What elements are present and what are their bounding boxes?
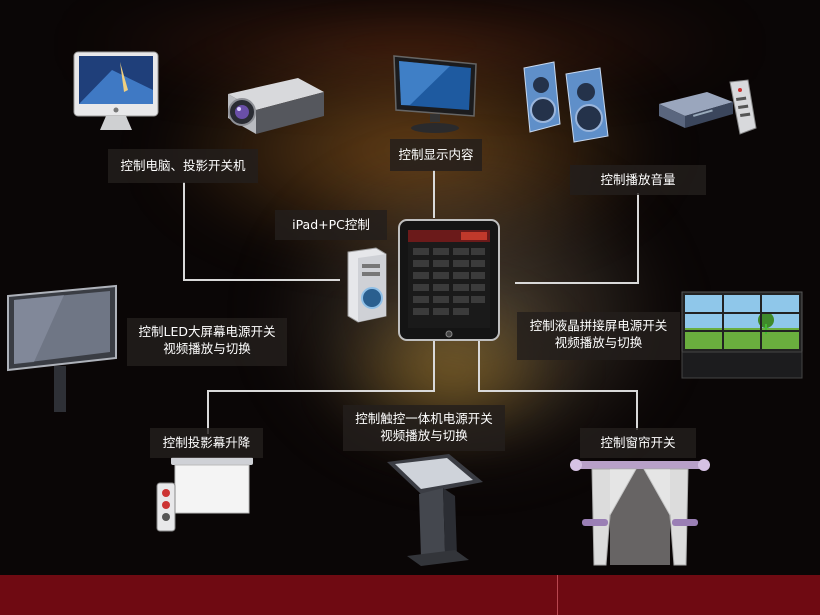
- connector-line: [433, 170, 435, 218]
- video-wall-icon: [681, 291, 803, 379]
- label-projection-screen-control: 控制投影幕升降: [150, 428, 263, 458]
- speakers-icon: [523, 61, 609, 143]
- label-led-screen-control: 控制LED大屏幕电源开关 视频播放与切换: [127, 318, 287, 366]
- curtain-icon: [570, 459, 710, 566]
- monitor-icon: [393, 55, 477, 133]
- connector-line: [478, 390, 638, 392]
- connector-line: [637, 193, 639, 283]
- touch-kiosk-icon: [387, 454, 483, 566]
- label-display-content-control: 控制显示内容: [390, 139, 482, 171]
- connector-line: [636, 390, 638, 430]
- label-text: iPad+PC控制: [292, 217, 370, 232]
- label-text: 控制播放音量: [600, 172, 676, 187]
- label-text-line1: 控制LED大屏幕电源开关: [138, 324, 276, 339]
- label-curtain-control: 控制窗帘开关: [580, 428, 696, 458]
- label-text: 控制投影幕升降: [162, 435, 251, 450]
- bottom-bar: [0, 575, 820, 615]
- label-text: 控制电脑、投影开关机: [120, 158, 246, 173]
- label-text-line2: 视频播放与切换: [380, 428, 468, 443]
- label-lcd-wall-control: 控制液晶拼接屏电源开关 视频播放与切换: [517, 312, 680, 360]
- bottom-bar-divider: [557, 575, 558, 615]
- connector-line: [207, 390, 435, 392]
- label-text-line1: 控制触控一体机电源开关: [355, 411, 493, 426]
- connector-line: [183, 279, 340, 281]
- connector-line: [207, 390, 209, 434]
- label-hub: iPad+PC控制: [275, 210, 387, 240]
- connector-line: [433, 340, 435, 392]
- label-pc-projector-control: 控制电脑、投影开关机: [108, 149, 258, 183]
- label-text-line2: 视频播放与切换: [554, 335, 643, 350]
- label-touch-kiosk-control: 控制触控一体机电源开关 视频播放与切换: [343, 405, 505, 451]
- label-audio-volume-control: 控制播放音量: [570, 165, 706, 195]
- label-text-line2: 视频播放与切换: [163, 341, 251, 356]
- label-text-line1: 控制液晶拼接屏电源开关: [529, 318, 668, 333]
- remote-icon: [729, 79, 757, 135]
- projector-icon: [228, 78, 324, 134]
- label-text: 控制显示内容: [398, 147, 474, 162]
- connector-line: [515, 282, 639, 284]
- pc-tower-icon: [347, 247, 387, 323]
- imac-icon: [73, 51, 159, 130]
- led-billboard-icon: [7, 284, 117, 412]
- connector-line: [183, 182, 185, 280]
- dvd-player-icon: [659, 92, 733, 128]
- connector-line: [478, 340, 480, 392]
- projection-screen-icon: [156, 457, 253, 532]
- ipad-icon: [398, 219, 500, 341]
- label-text: 控制窗帘开关: [600, 435, 676, 450]
